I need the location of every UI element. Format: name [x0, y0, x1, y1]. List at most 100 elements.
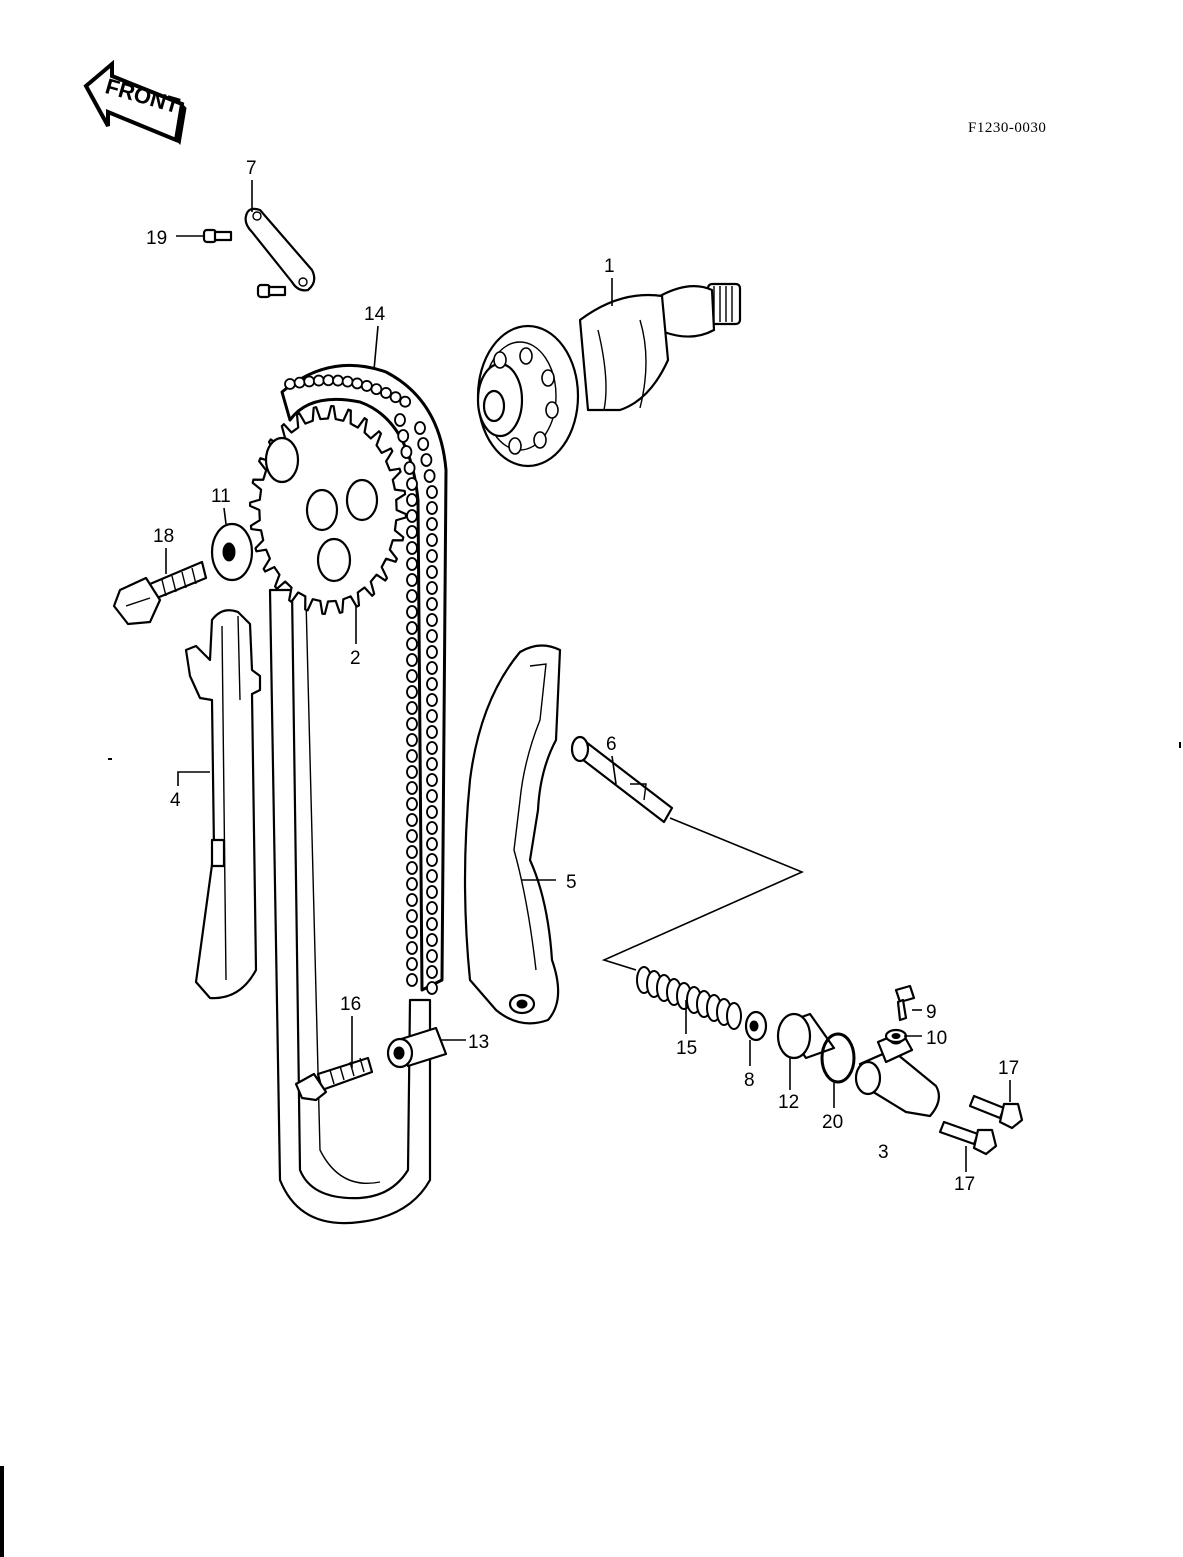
chain-link: [406, 909, 418, 923]
callout-12: 12: [778, 1092, 799, 1113]
chain-link: [420, 453, 433, 467]
chain-link: [426, 533, 438, 547]
chain-link: [426, 661, 438, 675]
callout-2: 2: [350, 648, 361, 669]
chain-link: [406, 845, 418, 859]
spring-coil: [726, 1002, 742, 1030]
guide-bolt: [294, 1056, 374, 1102]
cam-sprocket: [248, 404, 408, 616]
scan-mark-right: [1179, 742, 1181, 748]
callout-17-lower: 17: [954, 1174, 975, 1195]
chain-link: [426, 677, 438, 691]
chain-link: [406, 477, 418, 491]
cap-screw: [894, 984, 916, 1022]
chain-link: [403, 461, 416, 475]
chain-link: [400, 445, 413, 459]
chain-link: [293, 376, 306, 389]
leader-lines: [165, 180, 1011, 1172]
tensioner-bolt-upper: [968, 1094, 1024, 1130]
callout-16: 16: [340, 994, 361, 1015]
chain-link: [426, 949, 438, 963]
chain-link: [426, 917, 438, 931]
chain-link: [322, 374, 335, 387]
chain-link: [426, 965, 438, 979]
chain-link: [406, 733, 418, 747]
chain-link: [406, 925, 418, 939]
callout-9: 9: [926, 1002, 937, 1023]
chain-link: [414, 421, 426, 435]
callout-13: 13: [468, 1032, 489, 1053]
chain-link: [423, 469, 436, 483]
chain-guide-bracket: [244, 207, 316, 292]
chain-link: [284, 378, 296, 390]
chain-link: [426, 885, 438, 899]
chain-link: [303, 375, 316, 388]
chain-link: [417, 437, 430, 451]
screw-lower: [256, 283, 287, 299]
chain-link: [312, 374, 325, 387]
chain-link: [332, 374, 344, 387]
callout-4: 4: [170, 790, 181, 811]
chain-link: [426, 629, 438, 643]
chain-link: [426, 613, 438, 627]
chain-link: [426, 741, 438, 755]
chain-link: [406, 685, 418, 699]
chain-link: [406, 749, 418, 763]
chain-link: [397, 429, 410, 443]
chain-link: [426, 485, 438, 499]
collar: [386, 1026, 448, 1069]
callout-20: 20: [822, 1112, 843, 1133]
chain-link: [406, 813, 418, 827]
chain-link: [426, 901, 438, 915]
chain-link: [380, 387, 392, 399]
chain-link: [399, 395, 412, 408]
chain-link: [406, 717, 418, 731]
tensioner-spring: [636, 966, 742, 1030]
chain-link: [426, 869, 438, 883]
chain-link: [406, 589, 418, 603]
screw-upper: [202, 228, 233, 244]
chain-link: [406, 669, 418, 683]
callout-5: 5: [566, 872, 577, 893]
chain-link: [406, 701, 418, 715]
chain-link: [394, 413, 406, 427]
sprocket-bolt: [112, 560, 208, 626]
chain-link: [426, 693, 438, 707]
chain-link: [406, 605, 418, 619]
chain-link: [426, 565, 438, 579]
drawing-code: F1230-0030: [968, 120, 1046, 136]
chain-link: [406, 653, 418, 667]
scan-mark-left: [0, 1466, 4, 1557]
front-arrow-icon: FRONT: [83, 59, 187, 146]
chain-link: [426, 757, 438, 771]
chain-link: [406, 493, 418, 507]
chain-link: [426, 821, 438, 835]
washer: [210, 522, 254, 582]
callout-7: 7: [246, 158, 257, 179]
chain-link: [406, 621, 418, 635]
callout-6: 6: [606, 734, 617, 755]
chain-link: [426, 853, 438, 867]
chain-link: [406, 797, 418, 811]
chain-link: [426, 725, 438, 739]
chain-link: [406, 829, 418, 843]
chain-link: [406, 573, 418, 587]
chain-link: [426, 805, 438, 819]
chain-link: [351, 377, 364, 390]
chain-link: [406, 861, 418, 875]
chain-link: [406, 637, 418, 651]
callout-19: 19: [146, 228, 167, 249]
tensioner-sleeve: [776, 1012, 836, 1060]
callout-17-upper: 17: [998, 1058, 1019, 1079]
chain-link: [426, 597, 438, 611]
callout-3: 3: [878, 1142, 889, 1163]
tensioner-bolt-lower: [938, 1120, 998, 1156]
guide-pin: [570, 735, 674, 824]
o-ring: [820, 1032, 856, 1084]
chain-link: [426, 581, 438, 595]
chain-link: [406, 781, 418, 795]
chain-link: [389, 391, 402, 404]
cam-chain: [268, 363, 448, 1225]
callout-10: 10: [926, 1028, 947, 1049]
